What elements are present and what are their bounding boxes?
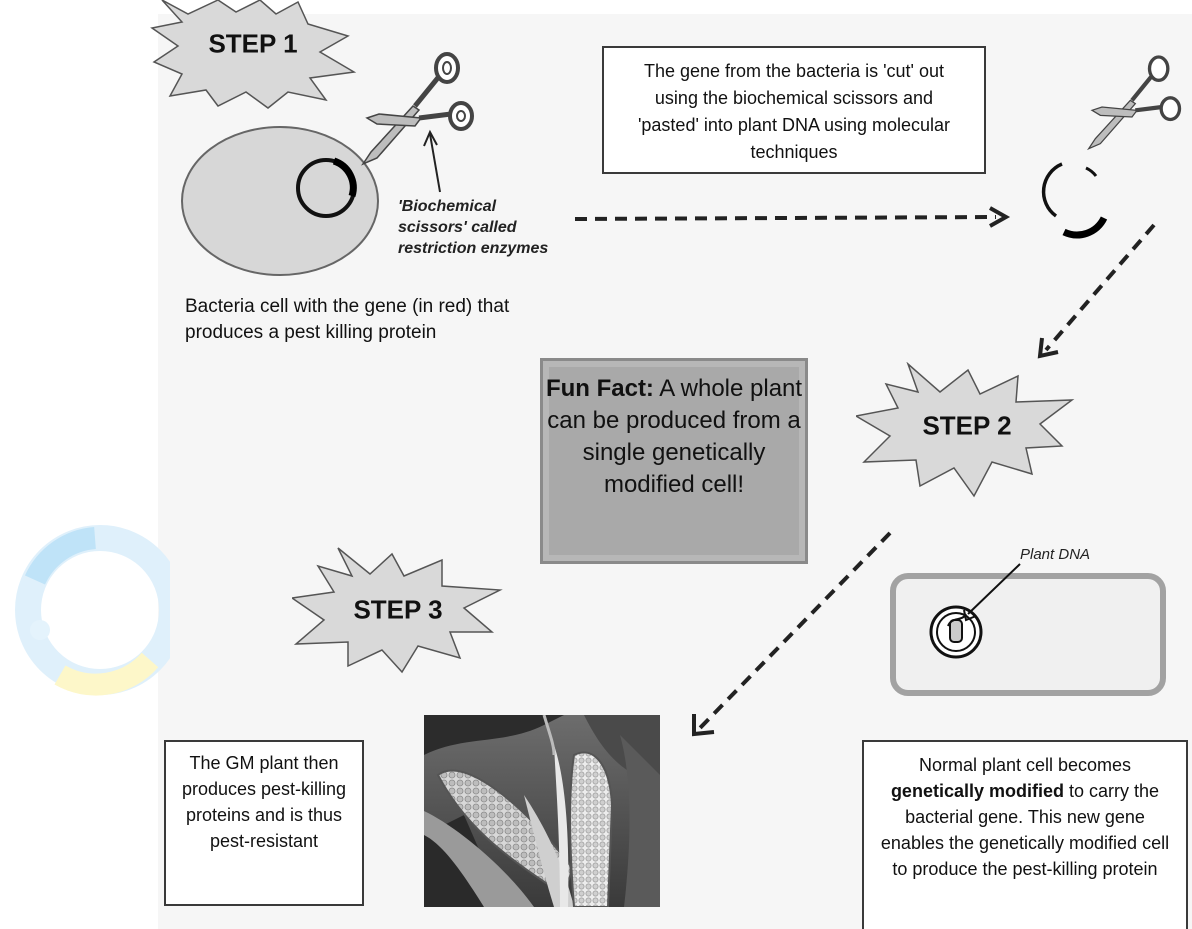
scissors-label: 'Biochemical scissors' called restrictio… — [398, 198, 549, 257]
scissors-icon-2 — [1086, 55, 1182, 151]
step-3-label: STEP 3 — [353, 594, 443, 625]
gm-plant-box: The GM plant then produces pest-killing … — [164, 740, 364, 906]
fun-fact-box: Fun Fact: A whole plant can be produced … — [540, 358, 808, 564]
step-1-label: STEP 1 — [208, 28, 298, 59]
normal-cell-text-before: Normal plant cell becomes — [918, 755, 1132, 775]
cut-paste-text: The gene from the bacteria is 'cut' out … — [637, 61, 951, 162]
fun-fact-label: Fun Fact: — [545, 375, 654, 402]
step-1-burst: STEP 1 — [148, 0, 358, 110]
step-2-burst: STEP 2 — [856, 362, 1078, 502]
fun-fact-text: A whole plant can be produced from a sin… — [547, 375, 803, 498]
scissors-icon — [360, 52, 474, 166]
corn-photo — [424, 715, 660, 907]
plant-cell — [890, 573, 1166, 696]
normal-cell-text-after: to carry the bacterial gene. This new ge… — [880, 781, 1170, 879]
step-3-burst: STEP 3 — [292, 546, 504, 676]
gm-plant-text: The GM plant then produces pest-killing … — [181, 753, 347, 851]
normal-cell-box: Normal plant cell becomes genetically mo… — [862, 740, 1188, 929]
bacteria-caption: Bacteria cell with the gene (in red) tha… — [185, 296, 510, 343]
plant-dna-label: Plant DNA — [1020, 546, 1091, 563]
step-2-label: STEP 2 — [922, 410, 1012, 441]
decorative-ring — [15, 525, 170, 696]
normal-cell-text-bold: genetically modified — [890, 781, 1064, 801]
cut-paste-box: The gene from the bacteria is 'cut' out … — [602, 46, 986, 174]
